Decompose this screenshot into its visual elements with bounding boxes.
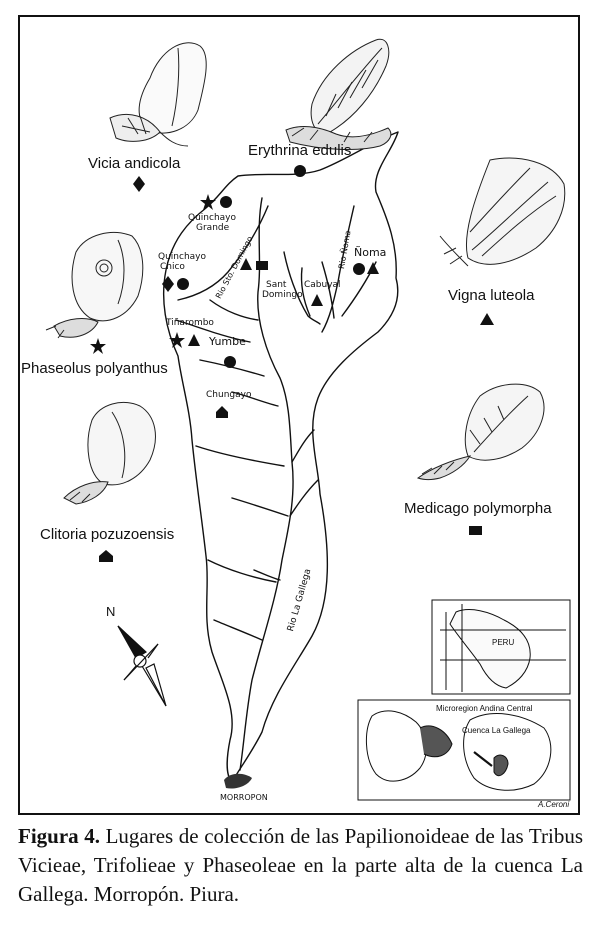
tributary bbox=[291, 429, 315, 463]
site-triangle-symbol bbox=[367, 262, 379, 274]
place-label-quinchayo-grande: Quinchayo Grande bbox=[188, 213, 236, 233]
site-star-symbol bbox=[200, 194, 216, 210]
river-noma bbox=[321, 205, 355, 333]
basin-map bbox=[45, 38, 571, 801]
tributary bbox=[195, 445, 285, 467]
species-label-phaseolus-polyanthus: Phaseolus polyanthus bbox=[21, 360, 168, 377]
tributary bbox=[209, 299, 259, 321]
artist-signature: A.Ceroni bbox=[538, 800, 570, 809]
north-arrow bbox=[117, 625, 167, 707]
north-label: N bbox=[106, 604, 116, 619]
place-label-tinarombo: Tiñarombo bbox=[166, 318, 214, 328]
tributary bbox=[300, 267, 311, 317]
place-label-morropon: MORROPON bbox=[220, 793, 268, 802]
tributary bbox=[231, 497, 289, 517]
phaseolus-polyanthus-illustration bbox=[45, 232, 144, 339]
site-house-symbol bbox=[216, 406, 228, 418]
legend-circle-symbol bbox=[294, 165, 306, 177]
tributary bbox=[175, 319, 251, 343]
caption-text: Lugares de colección de las Papilionoide… bbox=[18, 824, 583, 906]
tributary bbox=[231, 391, 279, 407]
place-label-yumbe: Yumbe bbox=[209, 335, 246, 348]
clitoria-pozuzoensis-illustration bbox=[63, 402, 156, 505]
site-circle-symbol bbox=[224, 356, 236, 368]
inset-region-label: Microregion Andina Central bbox=[436, 704, 533, 713]
tributary bbox=[289, 479, 319, 517]
legend-square-symbol bbox=[469, 526, 482, 535]
basin-outline bbox=[162, 131, 399, 783]
site-triangle-symbol bbox=[240, 258, 252, 270]
inset-country-label: PERU bbox=[492, 638, 515, 647]
erythrina-edulis-illustration bbox=[285, 38, 392, 150]
legend-star-symbol bbox=[90, 338, 106, 354]
site-triangle-symbol bbox=[188, 334, 200, 346]
site-circle-symbol bbox=[220, 196, 232, 208]
vigna-luteola-illustration bbox=[439, 157, 566, 267]
morropon-town-shape bbox=[224, 773, 252, 789]
tributary bbox=[283, 251, 321, 325]
legend-diamond-symbol bbox=[133, 176, 145, 192]
inset-basin-label: Cuenca La Gallega bbox=[462, 726, 531, 735]
place-label-sant-domingo: Sant Domingo bbox=[262, 280, 303, 300]
species-label-vigna-luteola: Vigna luteola bbox=[448, 287, 535, 304]
figure-caption: Figura 4. Lugares de colección de las Pa… bbox=[18, 822, 583, 909]
tributary bbox=[321, 261, 335, 319]
place-label-noma: Ñoma bbox=[354, 246, 387, 259]
site-square-symbol bbox=[256, 261, 268, 270]
site-circle-symbol bbox=[177, 278, 189, 290]
medicago-polymorpha-illustration bbox=[416, 383, 545, 480]
inset-region-map bbox=[357, 699, 571, 801]
tributary bbox=[253, 569, 281, 581]
tributary bbox=[213, 619, 263, 641]
river-santo-domingo bbox=[177, 205, 269, 301]
species-label-erythrina-edulis: Erythrina edulis bbox=[248, 142, 352, 159]
place-label-cabuyal: Cabuyal bbox=[304, 280, 341, 290]
legend-triangle-symbol bbox=[480, 313, 494, 325]
legend-house-symbol bbox=[99, 550, 113, 562]
species-label-clitoria-pozuzoensis: Clitoria pozuzoensis bbox=[40, 526, 175, 543]
site-circle-symbol bbox=[353, 263, 365, 275]
species-label-medicago-polymorpha: Medicago polymorpha bbox=[404, 500, 552, 517]
tributary bbox=[207, 559, 277, 583]
vicia-andicola-illustration bbox=[109, 42, 207, 147]
site-star-symbol bbox=[169, 332, 185, 348]
place-label-quinchayo-chico: Quinchayo Chico bbox=[158, 252, 206, 272]
site-diamond-symbol bbox=[162, 276, 174, 292]
site-triangle-symbol bbox=[311, 294, 323, 306]
species-label-vicia-andicola: Vicia andicola bbox=[88, 155, 181, 172]
place-label-chungayo: Chungayo bbox=[206, 390, 252, 400]
inset-peru-map bbox=[431, 599, 571, 695]
caption-label: Figura 4. bbox=[18, 824, 100, 848]
